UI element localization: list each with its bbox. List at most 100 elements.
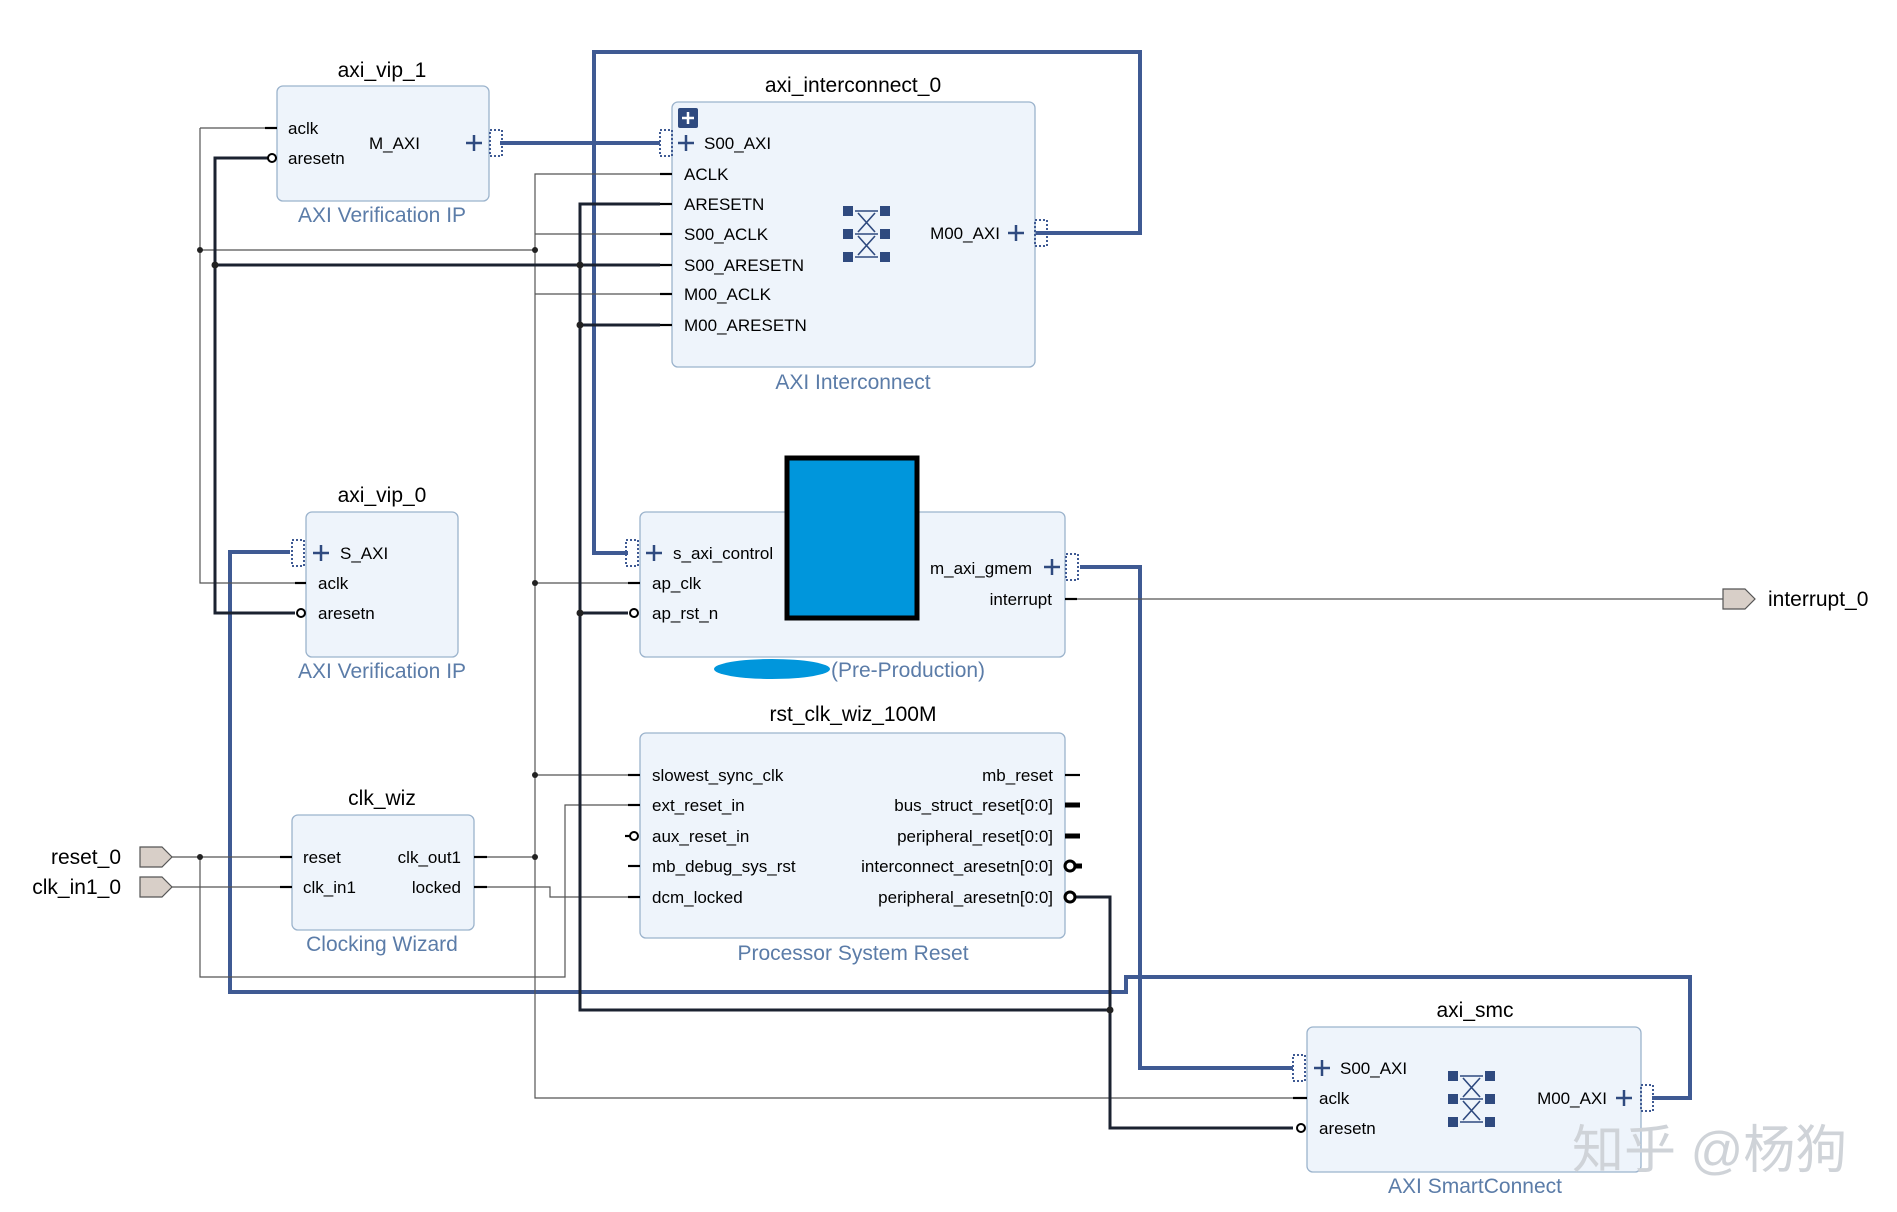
expand-plus-icon[interactable] (1044, 559, 1060, 575)
pin-interconnect-aresetn[interactable]: interconnect_aresetn[0:0] (861, 857, 1053, 876)
pin-aresetn[interactable]: aresetn (1319, 1119, 1376, 1138)
expand-plus-icon[interactable] (678, 135, 694, 151)
bus-wires (228, 50, 1692, 1100)
inverted-pin-icon (296, 608, 306, 618)
pin-m-axi[interactable]: M_AXI (369, 134, 420, 153)
pin-s-axi[interactable]: S_AXI (340, 544, 388, 563)
crossbar-icon (843, 206, 890, 262)
redaction-box (784, 455, 920, 621)
block-clk-wiz[interactable]: clk_wiz reset clk_in1 clk_out1 locked Cl… (280, 787, 487, 956)
inverted-pin-icon (1063, 890, 1077, 904)
block-subtitle: (Pre-Production) (831, 659, 985, 682)
pin-ext-reset-in[interactable]: ext_reset_in (652, 796, 745, 815)
wire-clk-trunk[interactable] (534, 173, 660, 857)
pin-dcm-locked[interactable]: dcm_locked (652, 888, 743, 907)
expand-plus-icon[interactable] (313, 545, 329, 561)
bus-interface-icon (625, 539, 639, 567)
pin-s00-aresetn[interactable]: S00_ARESETN (684, 256, 804, 275)
pin-m00-aresetn[interactable]: M00_ARESETN (684, 316, 807, 335)
pin-ap-rst-n[interactable]: ap_rst_n (652, 604, 718, 623)
expand-plus-icon[interactable] (646, 545, 662, 561)
pin-m-axi-gmem[interactable]: m_axi_gmem (930, 559, 1032, 578)
pin-aclk[interactable]: aclk (318, 574, 349, 593)
pin-s00-aclk[interactable]: S00_ACLK (684, 225, 769, 244)
inverted-pin-icon (1063, 859, 1077, 873)
block-subtitle: AXI SmartConnect (1388, 1175, 1562, 1198)
bus-gmem-to-smc[interactable] (1080, 565, 1293, 1070)
inverted-pin-icon (1296, 1123, 1306, 1133)
pin-slowest-sync-clk[interactable]: slowest_sync_clk (652, 766, 784, 785)
expand-plus-icon[interactable] (1314, 1060, 1330, 1076)
block-title: axi_vip_1 (338, 59, 427, 82)
pin-clk-in1[interactable]: clk_in1 (303, 878, 356, 897)
pin-bus-struct-reset[interactable]: bus_struct_reset[0:0] (894, 796, 1053, 815)
pin-s-axi-control[interactable]: s_axi_control (673, 544, 773, 563)
wire-interconnect-aresetn[interactable] (578, 202, 1110, 1012)
block-rst-clk-wiz-100m[interactable]: rst_clk_wiz_100M slowest_sync_clk ext_re… (625, 703, 1082, 965)
block-hls-kernel[interactable]: s_axi_control ap_clk ap_rst_n m_axi_gmem… (625, 455, 1079, 682)
block-body[interactable] (276, 85, 490, 202)
pin-locked[interactable]: locked (412, 878, 461, 897)
pin-peripheral-aresetn[interactable]: peripheral_aresetn[0:0] (878, 888, 1053, 907)
pin-aclk[interactable]: aclk (288, 119, 319, 138)
pin-reset[interactable]: reset (303, 848, 341, 867)
bus-smc-to-vip0[interactable] (228, 550, 1692, 1100)
bus-interface-icon (1034, 219, 1048, 247)
pin-aresetn[interactable]: ARESETN (684, 195, 764, 214)
block-subtitle: Clocking Wizard (306, 933, 458, 956)
bus-interface-icon (659, 129, 673, 157)
pin-aresetn[interactable]: aresetn (318, 604, 375, 623)
port-label: clk_in1_0 (32, 876, 121, 899)
pin-mb-debug-sys-rst[interactable]: mb_debug_sys_rst (652, 857, 796, 876)
pin-s00-axi[interactable]: S00_AXI (1340, 1059, 1407, 1078)
redaction-mark (714, 659, 830, 679)
bus-interface-icon (1065, 553, 1079, 581)
port-arrow-icon (1722, 588, 1756, 610)
block-title: axi_smc (1436, 999, 1513, 1022)
watermark: 知乎 @杨狗 (1572, 1122, 1847, 1180)
external-port-clk-in1-0[interactable]: clk_in1_0 (32, 876, 173, 899)
block-axi-vip-1[interactable]: axi_vip_1 aclk aresetn M_AXI AXI Verific… (265, 59, 503, 227)
block-title: rst_clk_wiz_100M (770, 703, 937, 726)
pin-aresetn[interactable]: aresetn (288, 149, 345, 168)
pin-aux-reset-in[interactable]: aux_reset_in (652, 827, 749, 846)
expand-plus-icon[interactable] (678, 108, 698, 128)
block-title: clk_wiz (348, 787, 416, 810)
pin-aclk[interactable]: ACLK (684, 165, 729, 184)
block-body[interactable] (305, 511, 459, 658)
pin-aclk[interactable]: aclk (1319, 1089, 1350, 1108)
pin-mb-reset[interactable]: mb_reset (982, 766, 1053, 785)
pin-clk-out1[interactable]: clk_out1 (398, 848, 461, 867)
block-axi-interconnect-0[interactable]: axi_interconnect_0 S00_AXI ACLK ARESETN … (659, 74, 1048, 394)
block-subtitle: AXI Verification IP (298, 660, 466, 683)
port-label: reset_0 (51, 846, 121, 869)
expand-plus-icon[interactable] (1616, 1090, 1632, 1106)
pin-m00-axi[interactable]: M00_AXI (1537, 1089, 1607, 1108)
inverted-pin-icon (629, 831, 639, 841)
external-port-interrupt-0[interactable]: interrupt_0 (1722, 588, 1868, 611)
block-title: axi_interconnect_0 (765, 74, 941, 97)
block-title: axi_vip_0 (338, 484, 427, 507)
block-body[interactable] (291, 814, 475, 931)
block-axi-vip-0[interactable]: axi_vip_0 S_AXI aclk aresetn AXI Verific… (291, 484, 466, 683)
port-label: interrupt_0 (1768, 588, 1868, 611)
pin-m00-axi[interactable]: M00_AXI (930, 224, 1000, 243)
bus-interface-icon (291, 539, 305, 567)
bus-interface-icon (489, 129, 503, 157)
block-subtitle: AXI Verification IP (298, 204, 466, 227)
pin-interrupt[interactable]: interrupt (990, 590, 1053, 609)
block-axi-smc[interactable]: axi_smc S00_AXI aclk aresetn M00_AXI A (1292, 999, 1654, 1198)
expand-plus-icon[interactable] (1008, 225, 1024, 241)
block-subtitle: Processor System Reset (737, 942, 968, 965)
expand-plus-icon[interactable] (466, 135, 482, 151)
pin-s00-axi[interactable]: S00_AXI (704, 134, 771, 153)
pin-peripheral-reset[interactable]: peripheral_reset[0:0] (897, 827, 1053, 846)
pin-ap-clk[interactable]: ap_clk (652, 574, 702, 593)
external-port-reset-0[interactable]: reset_0 (51, 846, 173, 869)
bus-m00-to-s-axi-control[interactable] (592, 50, 1142, 555)
bus-interface-icon (1292, 1054, 1306, 1082)
pin-m00-aclk[interactable]: M00_ACLK (684, 285, 772, 304)
crossbar-icon (1448, 1071, 1495, 1127)
signal-wires (172, 127, 1723, 1130)
